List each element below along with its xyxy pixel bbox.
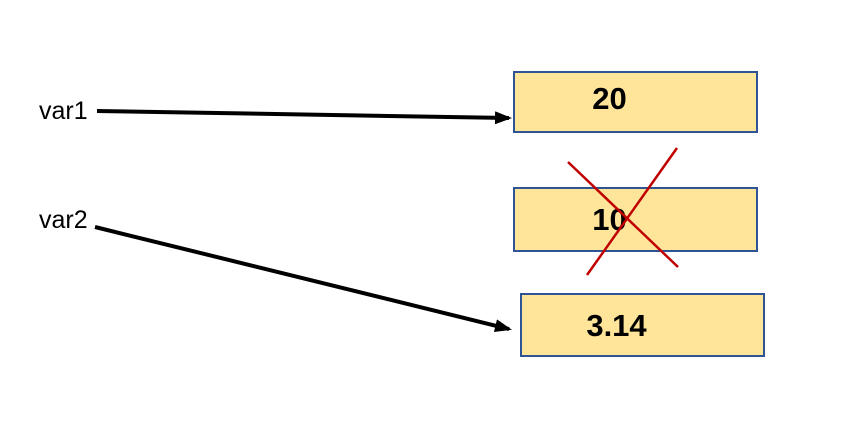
value-box-10-crossed-out: 10: [513, 187, 758, 252]
arrow-var1-to-20: [96, 109, 512, 125]
value-text-10: 10: [592, 202, 627, 237]
value-box-3-14: 3.14: [520, 293, 765, 357]
value-box-20: 20: [513, 71, 758, 133]
arrow-var2-to-3-14: [94, 225, 512, 332]
value-text-20: 20: [592, 80, 627, 116]
value-text-3-14: 3.14: [586, 307, 647, 343]
label-var2: var2: [39, 206, 88, 234]
label-var1: var1: [39, 97, 88, 125]
